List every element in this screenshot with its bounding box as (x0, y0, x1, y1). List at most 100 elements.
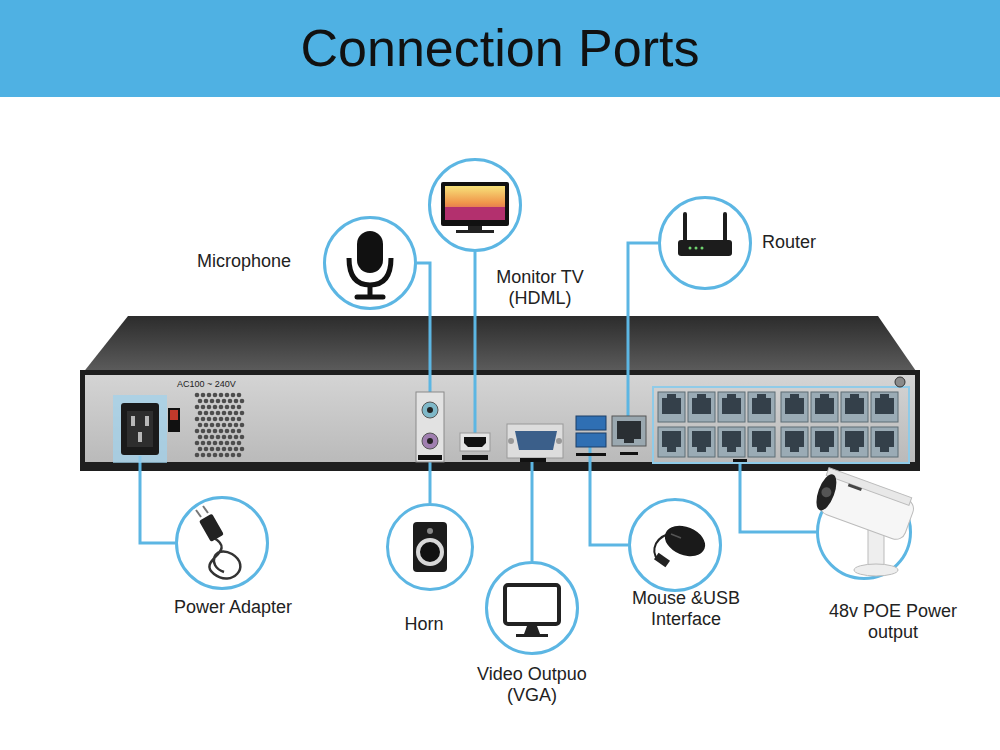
fan-hole (240, 423, 245, 428)
fan-hole (195, 429, 200, 434)
fan-hole (219, 405, 224, 410)
leader-stub (627, 372, 630, 417)
usb-plug (654, 553, 670, 568)
fan-hole (219, 453, 224, 458)
poe-port (748, 392, 775, 422)
leader-line (429, 468, 432, 503)
jack-hole (427, 438, 433, 444)
poe-port (841, 392, 868, 422)
fan-hole (225, 405, 230, 410)
plug-prong (203, 506, 208, 513)
poe-port (658, 392, 685, 422)
fan-hole (204, 447, 209, 452)
poe-port-opening (875, 398, 894, 414)
fan-hole (213, 417, 218, 422)
fan-hole (237, 429, 242, 434)
icon-circle: Power Adapter (175, 496, 269, 590)
fan-hole (222, 447, 227, 452)
fan-hole (213, 429, 218, 434)
callout-label: Power Adapter (148, 597, 318, 618)
poe-port-opening (722, 431, 741, 447)
camera-icon (812, 467, 918, 576)
port-label-bar (520, 458, 546, 462)
power-socket-inner (127, 411, 153, 447)
icon-circle: Router (658, 196, 752, 290)
fan-hole (195, 393, 200, 398)
fan-hole (219, 441, 224, 446)
power-socket (121, 403, 159, 455)
poe-port-block (658, 392, 898, 457)
fan-hole (204, 399, 209, 404)
poe-port-latch (667, 394, 676, 399)
fan-hole (228, 447, 233, 452)
poe-port-opening (752, 431, 771, 447)
port-label-bar (462, 455, 488, 460)
speaker-tweeter (427, 528, 433, 534)
fan-hole (228, 435, 233, 440)
leader-line (590, 468, 628, 545)
poe-port-opening (662, 431, 681, 447)
camera-lens (820, 486, 833, 499)
usb-port (576, 416, 606, 430)
fan-hole (198, 399, 203, 404)
nvr-frame (80, 370, 920, 471)
fan-hole (228, 411, 233, 416)
poe-port (688, 427, 715, 457)
poe-port (781, 392, 808, 422)
poe-port-latch (850, 394, 859, 399)
poe-port (718, 392, 745, 422)
camera-bracket (868, 520, 884, 568)
power-switch-rocker (170, 410, 178, 420)
poe-port-latch (820, 394, 829, 399)
fan-hole (207, 405, 212, 410)
fan-hole (201, 393, 206, 398)
fan-hole (198, 423, 203, 428)
callout-label: Mouse &USB Interface (616, 588, 756, 630)
leader-stub (429, 372, 432, 394)
poe-port-opening (752, 398, 771, 414)
panel-screw (895, 377, 905, 387)
power-cord (209, 538, 240, 579)
vga-screw (508, 438, 514, 444)
leader-line (740, 468, 816, 532)
monitor-frame (505, 585, 559, 624)
plug-prong (196, 510, 201, 517)
fan-hole (207, 453, 212, 458)
callout-label: Microphone (197, 251, 317, 272)
fan-hole (237, 405, 242, 410)
audio-plate (416, 392, 444, 462)
fan-hole (231, 441, 236, 446)
monitor-stand (524, 626, 540, 634)
nvr-top-surface (82, 316, 918, 374)
poe-port-latch (757, 394, 766, 399)
mic-capsule (357, 231, 383, 273)
leader-line (417, 263, 430, 372)
power-highlight (113, 395, 167, 463)
fan-hole (228, 423, 233, 428)
voltage-label: AC100 ~ 240V (177, 379, 267, 390)
mouse-cord (654, 534, 668, 562)
speaker-woofer (418, 540, 442, 564)
fan-hole (195, 453, 200, 458)
power-switch (168, 408, 180, 432)
fan-hole (222, 411, 227, 416)
title-text: Connection Ports (0, 0, 1000, 97)
poe-port-latch (820, 447, 829, 452)
fan-hole (228, 399, 233, 404)
poe-port-opening (845, 431, 864, 447)
socket-pin (131, 416, 135, 426)
fan-hole (216, 411, 221, 416)
fan-hole (216, 447, 221, 452)
fan-hole (213, 405, 218, 410)
poe-port-latch (727, 394, 736, 399)
fan-hole (225, 417, 230, 422)
fan-hole (237, 453, 242, 458)
poe-port-latch (880, 394, 889, 399)
fan-hole (240, 399, 245, 404)
poe-port-latch (697, 447, 706, 452)
microphone-icon (349, 231, 391, 297)
power-cord-icon (196, 506, 240, 579)
fan-hole (222, 399, 227, 404)
leader-stub (429, 461, 432, 468)
fan-hole (207, 441, 212, 446)
